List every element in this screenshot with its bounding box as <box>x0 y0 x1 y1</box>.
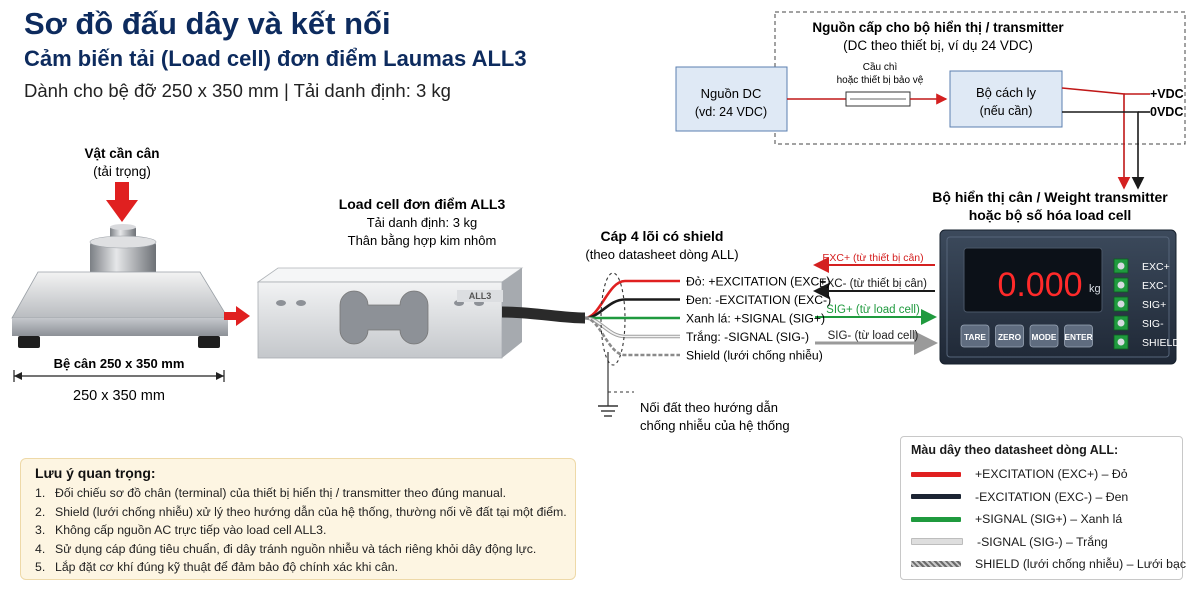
legend-rows: +EXCITATION (EXC+) – Đỏ -EXCITATION (EXC-… <box>911 463 1186 576</box>
svg-text:MODE: MODE <box>1032 332 1057 342</box>
load-sublabel: (tải trọng) <box>93 164 151 179</box>
legend-label: -SIGNAL (SIG-) – Trắng <box>977 534 1108 549</box>
legend-swatch <box>911 561 961 568</box>
legend-item: +EXCITATION (EXC+) – Đỏ <box>911 463 1172 486</box>
dimension-line <box>13 370 225 382</box>
note-item: 2.Shield (lưới chống nhiễu) xử lý theo h… <box>35 504 567 519</box>
legend-item: +SIGNAL (SIG+) – Xanh lá <box>911 508 1172 531</box>
signal-label-4: SIG- (từ load cell) <box>828 330 919 342</box>
ground-note-1: Nối đất theo hướng dẫn <box>640 400 778 415</box>
button-enter[interactable]: ENTER <box>1064 324 1093 348</box>
terminal-exc: EXC- <box>1113 277 1168 293</box>
vdc-plus-label: +VDC <box>1150 87 1184 101</box>
terminal-sig: SIG- <box>1113 315 1164 331</box>
power-box-title: Nguồn cấp cho bộ hiển thị / transmitter <box>812 20 1064 35</box>
transmitter-title-2: hoặc bộ số hóa load cell <box>969 207 1132 223</box>
cable <box>501 306 586 324</box>
dc-source-sub: (vd: 24 VDC) <box>695 105 767 119</box>
wire-label-5: Shield (lưới chống nhiễu) <box>686 348 823 363</box>
legend-swatch <box>911 538 963 546</box>
signal-arrows: EXC+ (từ thiết bị cân) EXC- (từ thiết bị … <box>813 252 938 355</box>
svg-text:SIG+: SIG+ <box>1142 299 1166 311</box>
svg-text:ZERO: ZERO <box>998 332 1022 342</box>
cable-subtitle: (theo datasheet dòng ALL) <box>585 247 738 262</box>
signal-label-1: EXC+ (từ thiết bị cân) <box>822 252 923 264</box>
ground-note-2: chống nhiễu của hệ thống <box>640 418 790 433</box>
svg-text:SHIELD: SHIELD <box>1142 337 1180 349</box>
button-mode[interactable]: MODE <box>1029 324 1059 348</box>
dc-source-box <box>675 66 788 132</box>
display-value: 0.000 <box>997 266 1082 304</box>
notes-title: Lưu ý quan trọng: <box>35 465 156 481</box>
dc-source-label: Nguồn DC <box>701 86 762 101</box>
page-subtitle-spec: Dành cho bệ đỡ 250 x 350 mm | Tải danh đ… <box>24 80 451 101</box>
transmitter-title-1: Bộ hiển thị cân / Weight transmitter <box>932 189 1168 205</box>
note-item: 1.Đối chiếu sơ đồ chân (terminal) của th… <box>35 486 506 500</box>
load-arrow-icon <box>106 182 138 222</box>
legend-swatch <box>911 471 961 477</box>
button-zero[interactable]: ZERO <box>995 324 1024 348</box>
note-item: 5.Lắp đặt cơ khí đúng kỹ thuật để đảm bả… <box>35 560 399 575</box>
legend-label: -EXCITATION (EXC-) – Đen <box>975 489 1129 504</box>
svg-text:ALL3: ALL3 <box>469 291 492 301</box>
important-notes: Lưu ý quan trọng: 1.Đối chiếu sơ đồ chân… <box>20 458 576 580</box>
isolator-sub: (nếu cần) <box>980 104 1033 118</box>
cable-wires <box>584 279 680 357</box>
fuse-label-2: hoặc thiết bị bảo vệ <box>837 74 924 86</box>
note-item: 4.Sử dụng cáp đúng tiêu chuẩn, đi dây tr… <box>35 541 537 556</box>
fuse-label-1: Cầu chì <box>863 61 898 73</box>
platform-icon <box>11 271 229 348</box>
wire-color-legend: Màu dây theo datasheet dòng ALL: +EXCITA… <box>900 436 1186 580</box>
legend-swatch <box>911 494 961 500</box>
weight-transmitter: 0.000 kg TARE ZERO MODE ENTER EXC+ EXC- SIG+ S… <box>939 229 1180 365</box>
legend-swatch <box>911 516 961 522</box>
legend-label: +SIGNAL (SIG+) – Xanh lá <box>975 512 1123 527</box>
platform-label: Bệ cân 250 x 350 mm <box>54 356 185 371</box>
legend-item: -EXCITATION (EXC-) – Đen <box>911 486 1172 509</box>
legend-item: -SIGNAL (SIG-) – Trắng <box>911 531 1172 554</box>
legend-label: +EXCITATION (EXC+) – Đỏ <box>975 467 1128 482</box>
terminal-shield: SHIELD <box>1113 334 1180 350</box>
signal-label-2: EXC- (từ thiết bị cân) <box>819 278 927 290</box>
vdc-zero-label: 0VDC <box>1150 105 1183 119</box>
isolator-box <box>949 70 1063 128</box>
power-box-subtitle: (DC theo thiết bị, ví dụ 24 VDC) <box>843 38 1033 53</box>
page-title: Sơ đồ đấu dây và kết nối <box>24 6 391 41</box>
svg-text:SIG-: SIG- <box>1142 318 1164 330</box>
display-unit: kg <box>1089 283 1101 295</box>
loadcell-title: Load cell đơn điểm ALL3 <box>339 196 506 212</box>
svg-text:TARE: TARE <box>964 332 986 342</box>
load-label: Vật cần cân <box>84 146 159 161</box>
dimension-label: 250 x 350 mm <box>73 388 165 404</box>
wire-4 <box>584 316 680 339</box>
isolator-label: Bộ cách ly <box>976 85 1036 100</box>
legend-item: SHIELD (lưới chống nhiễu) – Lưới bạc <box>911 553 1186 576</box>
loadcell-icon: ALL3 <box>256 267 524 359</box>
loadcell-capacity: Tải danh định: 3 kg <box>367 215 478 230</box>
ground-icon <box>598 352 634 417</box>
button-tare[interactable]: TARE <box>960 324 990 348</box>
terminal-exc: EXC+ <box>1113 258 1170 274</box>
svg-text:ENTER: ENTER <box>1064 332 1092 342</box>
lcd-display <box>963 247 1103 313</box>
legend-title: Màu dây theo datasheet dòng ALL: <box>911 443 1119 457</box>
svg-text:EXC+: EXC+ <box>1142 261 1170 273</box>
wire-5 <box>584 316 680 357</box>
wire-label-2: Đen: -EXCITATION (EXC-) <box>686 293 831 307</box>
svg-text:EXC-: EXC- <box>1142 280 1168 292</box>
notes-list: 1.Đối chiếu sơ đồ chân (terminal) của th… <box>35 484 567 577</box>
cable-title: Cáp 4 lõi có shield <box>601 228 724 244</box>
shield-ellipse <box>600 272 626 366</box>
signal-label-3: SIG+ (từ load cell) <box>826 304 920 316</box>
legend-label: SHIELD (lưới chống nhiễu) – Lưới bạc <box>975 557 1186 572</box>
wire-label-3: Xanh lá: +SIGNAL (SIG+) <box>686 312 825 326</box>
wire-label-1: Đỏ: +EXCITATION (EXC+) <box>686 275 830 289</box>
page-subtitle: Cảm biến tải (Load cell) đơn điểm Laumas… <box>24 46 527 71</box>
note-item: 3.Không cấp nguồn AC trực tiếp vào load … <box>35 523 327 538</box>
arrow-right-icon <box>224 306 250 326</box>
wire-label-4: Trắng: -SIGNAL (SIG-) <box>686 329 809 344</box>
terminal-sig: SIG+ <box>1113 296 1166 312</box>
loadcell-material: Thân bằng hợp kim nhôm <box>348 233 497 248</box>
